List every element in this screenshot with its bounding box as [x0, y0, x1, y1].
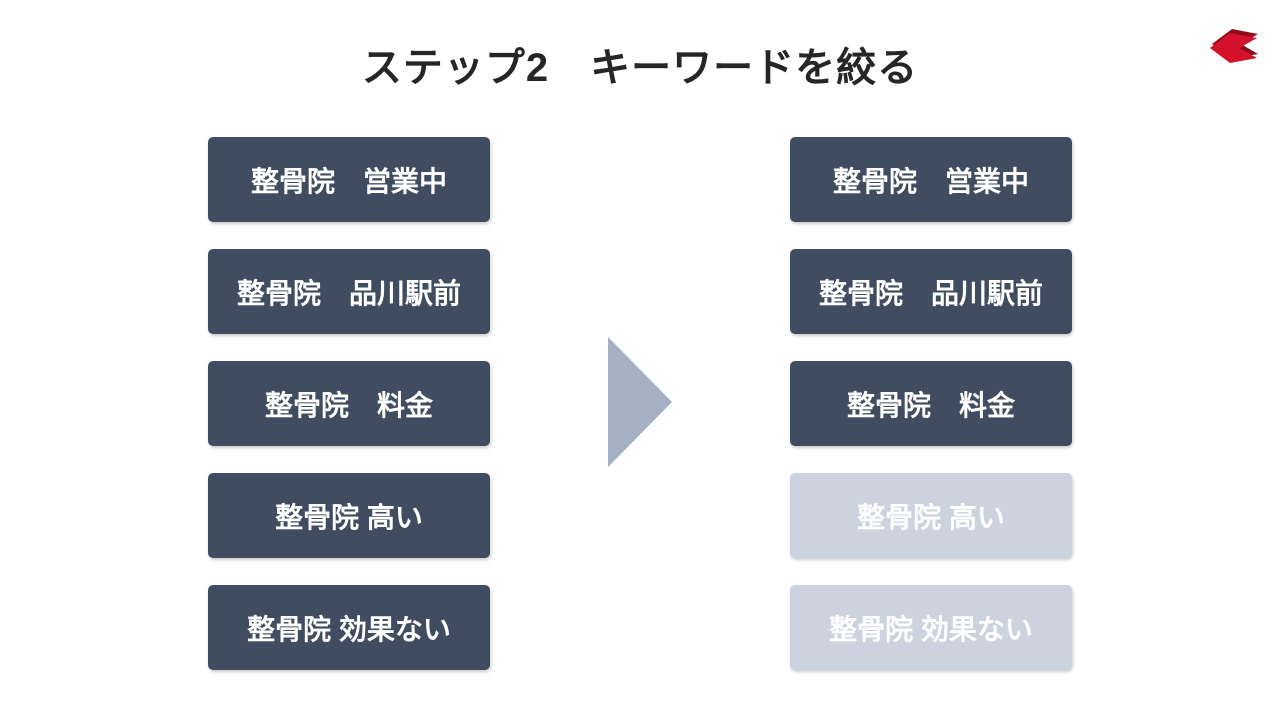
page-title: ステップ2 キーワードを絞る: [361, 46, 919, 90]
arrow-right-icon: [608, 337, 672, 467]
keyword-box: 整骨院 高い: [208, 473, 490, 558]
keyword-list-before: 整骨院 営業中 整骨院 品川駅前 整骨院 料金 整骨院 高い 整骨院 効果ない: [208, 137, 490, 670]
keyword-box: 整骨院 営業中: [790, 137, 1072, 222]
keyword-box-excluded: 整骨院 効果ない: [790, 585, 1072, 670]
keyword-box-excluded: 整骨院 高い: [790, 473, 1072, 558]
keyword-list-after: 整骨院 営業中 整骨院 品川駅前 整骨院 料金 整骨院 高い 整骨院 効果ない: [790, 137, 1072, 670]
keyword-box: 整骨院 品川駅前: [790, 249, 1072, 334]
keyword-box: 整骨院 料金: [790, 361, 1072, 446]
keyword-box: 整骨院 品川駅前: [208, 249, 490, 334]
keyword-box: 整骨院 効果ない: [208, 585, 490, 670]
keyword-box: 整骨院 料金: [208, 361, 490, 446]
brand-logo-icon: [1210, 29, 1258, 63]
keyword-box: 整骨院 営業中: [208, 137, 490, 222]
